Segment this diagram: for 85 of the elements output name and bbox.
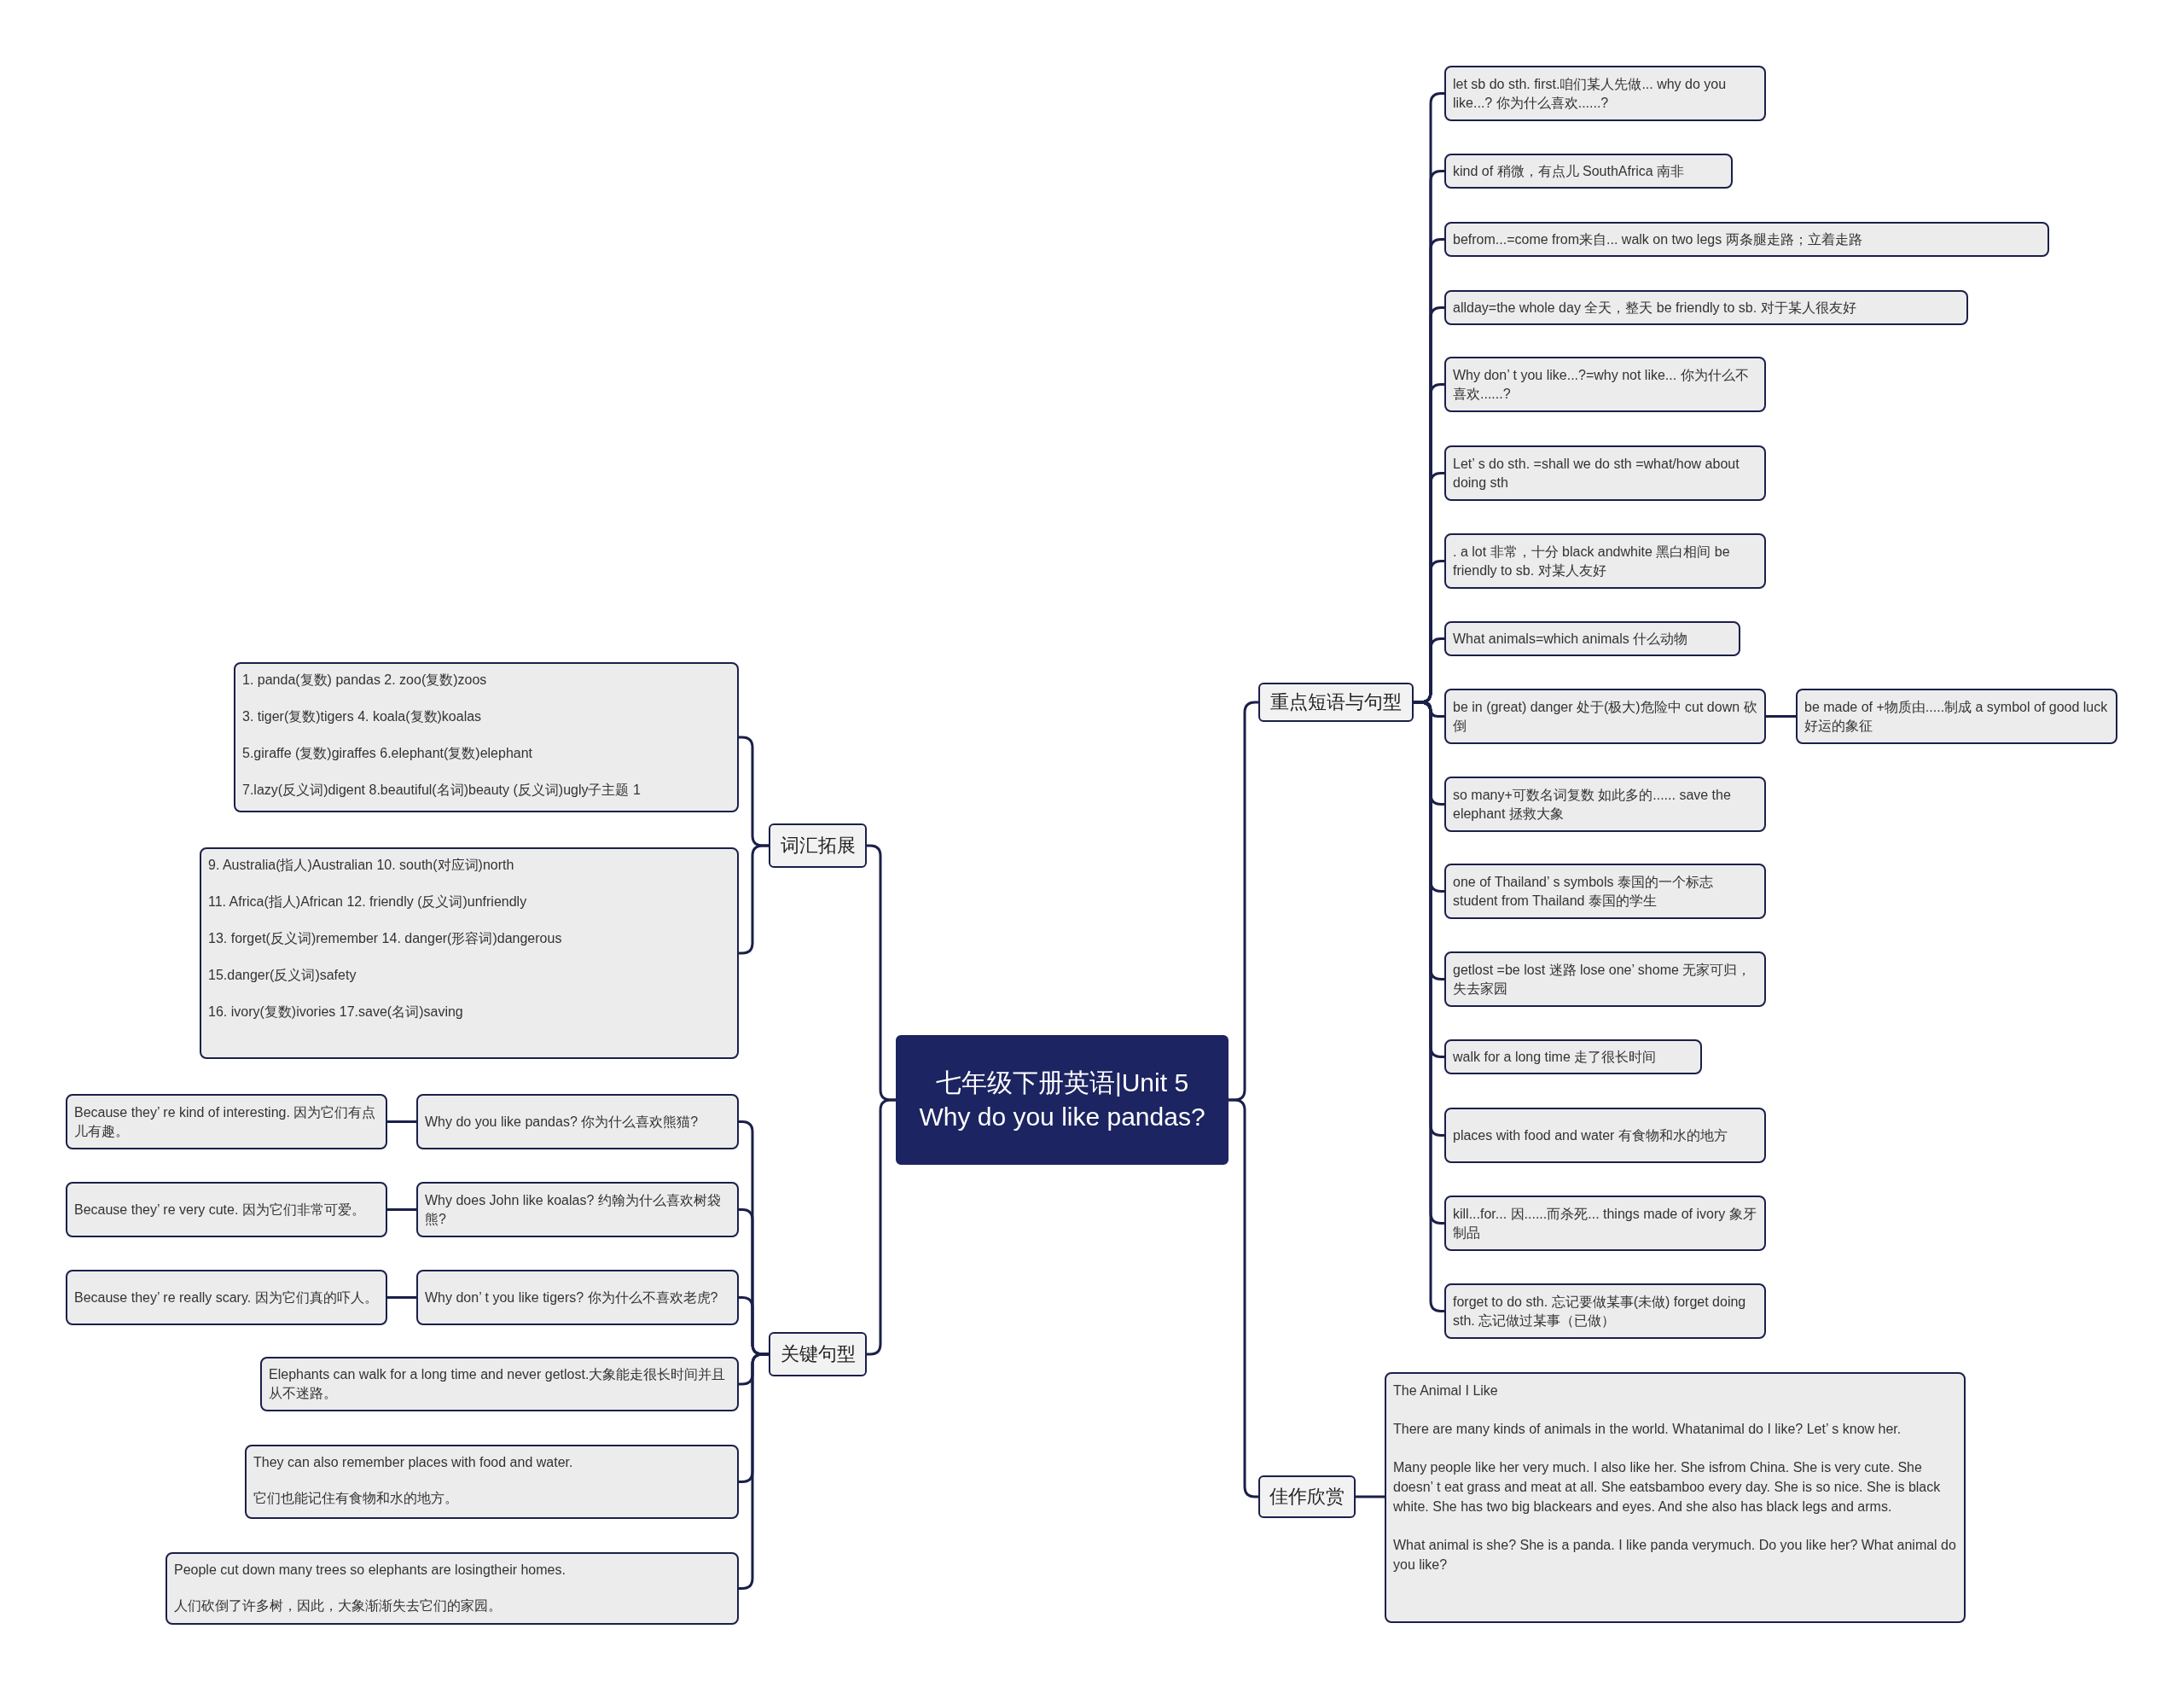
topic-text: Why don’ t you like...?=why not like... 你为什么不喜欢......?: [1453, 366, 1750, 403]
subtopic-box: [1444, 290, 1968, 325]
topic-text: 16. ivory(复数)ivories 17.save(名词)saving: [208, 1004, 464, 1021]
subtopic-box: [1444, 777, 1766, 832]
subtopic-box: [1444, 864, 1766, 919]
subtopic-box: [1444, 1108, 1766, 1163]
subtopic-box: [1444, 1039, 1702, 1074]
subtopic-box: [1444, 357, 1766, 412]
topic-text: 13. forget(反义词)remember 14. danger(形容词)dangerous: [208, 930, 563, 947]
topic-text: They can also remember places with food and water.: [253, 1454, 574, 1471]
topic-text: 七年级下册英语|Unit 5 Why do you like pandas?: [918, 1068, 1206, 1132]
topic-text: People cut down many trees so elephants are losingtheir homes.: [174, 1562, 566, 1579]
topic-text: 3. tiger(复数)tigers 4. koala(复数)koalas: [242, 708, 483, 725]
subtopic-box: [416, 1270, 739, 1325]
topic-text: . a lot 非常，十分 black andwhite 黑白相间 be friendly to sb. 对某人友好: [1453, 543, 1731, 579]
topic-text: 11. Africa(指人)African 12. friendly (反义词)unfriendly: [208, 893, 528, 910]
topic-text: 词汇拓展: [780, 834, 856, 858]
essay-box: [1385, 1372, 1966, 1623]
topic-text: Because they’ re really scary. 因为它们真的吓人。: [74, 1289, 379, 1306]
subtopic-box: [1444, 222, 2049, 257]
subtopic-box: [1444, 689, 1766, 744]
subtopic-box: [200, 847, 739, 1059]
topic-text: Why do you like pandas? 你为什么喜欢熊猫?: [425, 1113, 700, 1131]
topic-text: Let’ s do sth. =shall we do sth =what/how about doing sth: [1453, 455, 1740, 492]
subtopic-box: [1444, 66, 1766, 121]
topic-text: Many people like her very much. I also like her. She isfrom China. She is very cute. She doesn’ t eat grass and meat at all. She eatsbamboo every day. She is so nice. She is black white. She has two big blackears and eyes. And she also has black legs and arms.: [1393, 1459, 1942, 1516]
topic-text: 它们也能记住有食物和水的地方。: [253, 1490, 459, 1507]
topic-text: 9. Australia(指人)Australian 10. south(对应词)north: [208, 857, 515, 874]
subtopic-box: [1796, 689, 2117, 744]
subtopic-box: [1444, 445, 1766, 501]
topic-text: Why does John like koalas? 约翰为什么喜欢树袋熊?: [425, 1191, 722, 1228]
topic-text: There are many kinds of animals in the world. Whatanimal do I like? Let’ s know her.: [1393, 1421, 1902, 1438]
topic-text: 重点短语与句型: [1270, 690, 1402, 714]
topic-text: one of Thailand’ s symbols 泰国的一个标志 student from Thailand 泰国的学生: [1453, 873, 1714, 910]
connector-line: [387, 1208, 416, 1211]
branch-topic-box: [1258, 683, 1414, 722]
topic-text: 人们砍倒了许多树，因此，大象渐渐失去它们的家园。: [174, 1597, 502, 1614]
branch-topic-box: [769, 1332, 867, 1376]
subtopic-box: [416, 1094, 739, 1149]
topic-text: Why don’ t you like tigers? 你为什么不喜欢老虎?: [425, 1289, 719, 1306]
topic-text: places with food and water 有食物和水的地方: [1453, 1126, 1728, 1144]
connector-line: [387, 1296, 416, 1299]
topic-text: 7.lazy(反义词)digent 8.beautiful(名词)beauty (反义词)ugly子主题 1: [242, 782, 642, 799]
central-topic-box: [896, 1035, 1228, 1165]
topic-text: The Animal I Like: [1393, 1382, 1499, 1399]
topic-text: getlost =be lost 迷路 lose one’ shome 无家可归，失去家园: [1453, 961, 1752, 998]
topic-text: What animal is she? She is a panda. I like panda verymuch. Do you like her? What animal do you like?: [1393, 1537, 1957, 1574]
topic-text: 1. panda(复数) pandas 2. zoo(复数)zoos: [242, 672, 488, 689]
subtopic-box: [166, 1552, 739, 1625]
subtopic-box: [1444, 1196, 1766, 1251]
subtopic-box: [416, 1182, 739, 1237]
subtopic-box: [245, 1445, 739, 1519]
topic-text: allday=the whole day 全天，整天 be friendly to sb. 对于某人很友好: [1453, 299, 1857, 317]
topic-text: Because they’ re kind of interesting. 因为它们有点儿有趣。: [74, 1103, 377, 1140]
topic-text: be in (great) danger 处于(极大)危险中 cut down 砍倒: [1453, 698, 1757, 735]
topic-text: befrom...=come from来自... walk on two legs 两条腿走路；立着走路: [1453, 230, 1863, 248]
topic-text: kill...for... 因......而杀死... things made of ivory 象牙制品: [1453, 1205, 1757, 1242]
connector-line: [387, 1120, 416, 1123]
topic-text: walk for a long time 走了很长时间: [1453, 1048, 1658, 1066]
topic-text: 佳作欣赏: [1269, 1485, 1345, 1509]
subtopic-box: [66, 1182, 387, 1237]
topic-text: let sb do sth. first.咱们某人先做... why do you like...? 你为什么喜欢......?: [1453, 75, 1728, 112]
subtopic-box: [1444, 1283, 1766, 1339]
topic-text: 15.danger(反义词)safety: [208, 967, 357, 984]
branch-topic-box: [1258, 1475, 1356, 1518]
topic-text: Because they’ re very cute. 因为它们非常可爱。: [74, 1201, 366, 1219]
connector-line: [1766, 715, 1796, 718]
topic-text: 关键句型: [780, 1342, 856, 1366]
subtopic-box: [1444, 533, 1766, 589]
subtopic-box: [1444, 154, 1733, 189]
topic-text: so many+可数名词复数 如此多的...... save the elephant 拯救大象: [1453, 786, 1732, 823]
topic-text: be made of +物质由.....制成 a symbol of good luck 好运的象征: [1804, 698, 2109, 735]
subtopic-box: [260, 1357, 739, 1411]
topic-text: kind of 稍微，有点儿 SouthAfrica 南非: [1453, 162, 1686, 180]
subtopic-box: [66, 1094, 387, 1149]
subtopic-box: [1444, 951, 1766, 1007]
branch-topic-box: [769, 823, 867, 868]
subtopic-box: [234, 662, 739, 812]
connector-line: [1356, 1495, 1385, 1498]
topic-text: What animals=which animals 什么动物: [1453, 630, 1689, 648]
subtopic-box: [1444, 621, 1740, 656]
topic-text: 5.giraffe (复数)giraffes 6.elephant(复数)elephant: [242, 745, 534, 762]
subtopic-box: [66, 1270, 387, 1325]
topic-text: forget to do sth. 忘记要做某事(未做) forget doing sth. 忘记做过某事（已做）: [1453, 1293, 1747, 1329]
topic-text: Elephants can walk for a long time and never getlost.大象能走很长时间并且从不迷路。: [269, 1366, 727, 1402]
